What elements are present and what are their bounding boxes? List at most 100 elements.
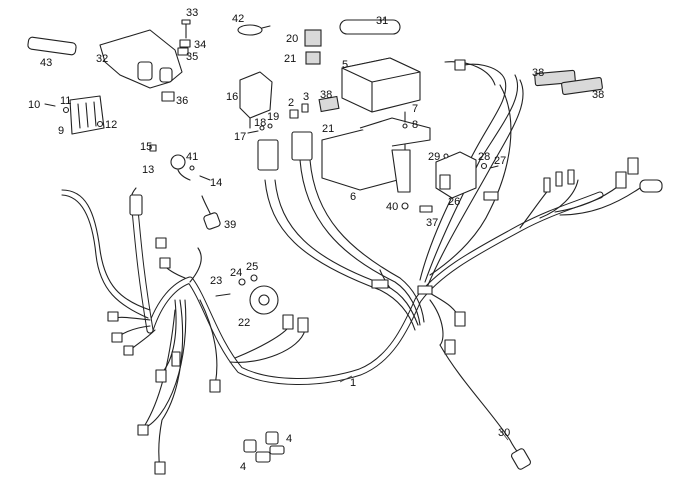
callout-22: 22 [238,317,250,329]
part-32-switch-housing [99,29,183,89]
callout-17: 17 [234,131,246,143]
connector-end [639,179,663,193]
connector-small [159,257,171,269]
part-43-strip [27,36,77,56]
part-13-sensor [170,154,191,181]
callout-34: 34 [194,39,206,51]
callout-13: 13 [142,164,154,176]
callout-38: 38 [532,67,544,79]
part-9-fuse-holder [69,95,105,135]
callout-25: 25 [246,261,258,273]
callout-16: 16 [226,91,238,103]
part-16-relay [239,71,273,129]
harness-branch-wires [61,61,641,471]
callout-36: 36 [176,95,188,107]
part-12-nut [96,120,104,128]
part-2-clip [289,109,299,119]
part-24-washer [238,278,246,286]
callout-11: 11 [60,95,71,107]
part-29-washer [443,153,449,159]
callout-18: 18 [254,117,266,129]
part-38-pad [561,76,603,96]
callout-27: 27 [494,155,506,167]
callout-4: 4 [240,461,246,473]
part-11-washer [62,106,70,114]
callout-6: 6 [350,191,356,203]
part-21-relay-small [305,51,321,65]
part-5-battery-box [341,57,421,113]
relay-connector [291,131,313,161]
connector-small [137,424,149,436]
connector-small [615,171,627,189]
callout-8: 8 [412,119,418,131]
part-26-control-unit [435,151,477,199]
callout-4: 4 [286,433,292,445]
callout-numbers: 1 2 3 4 4 5 6 7 8 9 10 11 12 13 14 15 16… [28,7,604,473]
part-3-clip [301,103,309,113]
part-35-insert [177,47,189,56]
callout-7: 7 [412,103,418,115]
part-31-rubber-band [339,19,401,35]
callout-32: 32 [96,53,108,65]
part-34-spring [179,39,191,48]
callout-14: 14 [210,177,222,189]
connector-small [454,311,466,327]
connector-small [155,237,167,249]
part-23-bolt [215,293,231,297]
part-42-lock [237,24,271,36]
connector-small [297,317,309,333]
connector-small [123,345,134,356]
callout-9: 9 [58,125,64,137]
part-22-horn [249,285,279,315]
part-38-pad [318,95,340,113]
part-39-connector [201,195,221,230]
part-36-clip [161,91,175,102]
callout-38: 38 [320,89,332,101]
part-28-washer [480,162,488,170]
part-30-sensor [510,448,532,470]
connector-small [543,177,551,193]
part-14-screw [199,175,211,181]
callout-19: 19 [267,111,279,123]
callout-12: 12 [105,119,117,131]
harness-clip [483,191,499,201]
part-27-screw [489,165,499,169]
callout-41: 41 [186,151,198,163]
callout-23: 23 [210,275,222,287]
callout-30: 30 [498,427,510,439]
part-8-washer [402,123,408,129]
callout-24: 24 [230,267,242,279]
part-25-nut [250,274,258,282]
part-4-connector [243,439,257,453]
part-6-battery-tray [321,117,431,193]
callout-42: 42 [232,13,244,25]
callout-28: 28 [478,151,490,163]
callout-21: 21 [322,123,334,135]
connector-small [454,59,466,71]
connector-small [107,311,119,322]
callout-31: 31 [376,15,388,27]
callout-20: 20 [286,33,298,45]
callout-29: 29 [428,151,440,163]
connector-small [171,351,181,367]
relay-connector [257,139,279,171]
callout-15: 15 [140,141,152,153]
callout-37: 37 [426,217,438,229]
connector-top-left [129,194,143,216]
connector-small [209,379,221,393]
callout-39: 39 [224,219,236,231]
part-20-relay [304,29,322,47]
callout-1: 1 [350,377,356,389]
part-15-clip [149,144,157,152]
part-40-nut [401,202,409,210]
part-4-connector [265,431,279,445]
harness-clip [417,285,433,295]
part-18-washer [259,125,265,131]
callout-leaders [339,17,509,441]
callout-43: 43 [40,57,52,69]
callout-33: 33 [186,7,198,19]
callout-40: 40 [386,201,398,213]
callout-3: 3 [303,91,309,103]
callout-2: 2 [288,97,294,109]
